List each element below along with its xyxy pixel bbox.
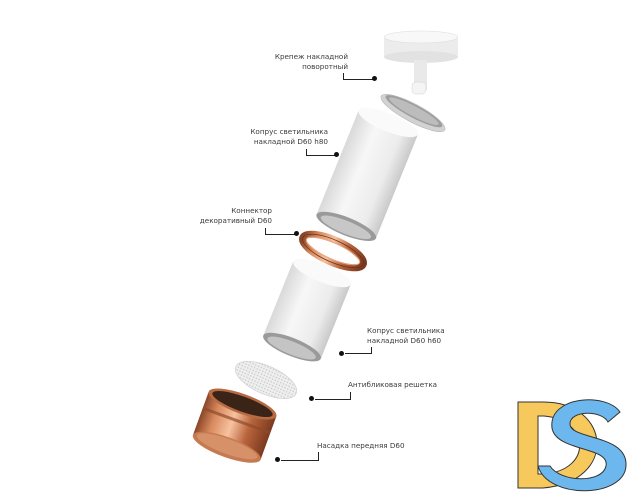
callout-body-h60-dot	[339, 351, 344, 356]
callout-body-h80-leader	[306, 149, 336, 156]
callout-grille-dot	[309, 396, 314, 401]
callout-front-nozzle-leader	[281, 452, 319, 461]
ds-logo	[517, 399, 627, 492]
callout-front-nozzle-label: Насадка передняя D60	[317, 441, 405, 450]
callout-connector-leader	[265, 228, 296, 235]
callout-body-h80-label: Копрус светильника накладной D60 h80	[250, 127, 328, 146]
body-h80	[316, 107, 419, 241]
callout-grille-label: Антибликовая решетка	[348, 380, 438, 389]
callout-body-h60-label: Копрус светильника накладной D60 h60	[367, 326, 445, 345]
body-h60	[263, 258, 351, 362]
callout-body-h80-dot	[334, 152, 339, 157]
callout-mount-leader	[343, 73, 374, 80]
antiglare-grille	[234, 361, 298, 399]
callout-connector-label: Коннектор декоративный D60	[199, 206, 272, 225]
callout-mount-dot	[372, 76, 377, 81]
callout-mount-label: Крепеж накладной поворотный	[274, 52, 348, 71]
mount-canopy	[380, 30, 459, 132]
connector-ring	[299, 230, 367, 272]
callout-body-h60-leader	[345, 347, 372, 354]
callout-front-nozzle-dot	[275, 457, 280, 462]
front-nozzle	[192, 388, 277, 463]
callout-grille-leader	[315, 392, 351, 400]
callout-connector-dot	[294, 231, 299, 236]
